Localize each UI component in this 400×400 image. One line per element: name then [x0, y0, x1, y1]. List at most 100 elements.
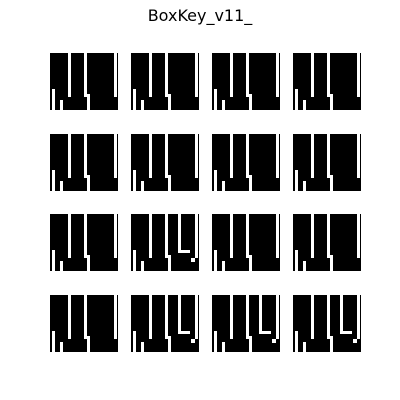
floor-corridor	[230, 53, 233, 97]
floor-corridor	[165, 295, 168, 339]
floor-corridor	[68, 53, 71, 97]
floor-corridor	[340, 295, 343, 333]
floor-corridor	[214, 89, 217, 110]
floor-corridor	[60, 342, 63, 352]
floor-corridor	[214, 331, 217, 352]
floor-corridor	[87, 336, 90, 352]
floor-corridor	[276, 214, 279, 258]
floor-corridor	[114, 53, 117, 97]
game-frame-panel	[131, 134, 199, 191]
floor-corridor	[84, 214, 87, 258]
floor-corridor	[295, 331, 298, 352]
floor-corridor	[60, 261, 63, 271]
game-frame-panel	[131, 214, 199, 271]
game-frame-panel	[293, 295, 361, 352]
game-frame-panel	[293, 214, 361, 271]
floor-corridor	[168, 255, 171, 271]
floor-corridor	[214, 170, 217, 191]
floor-corridor	[114, 295, 117, 339]
floor-corridor	[357, 295, 360, 339]
floor-corridor	[141, 181, 144, 191]
floor-corridor	[178, 331, 190, 334]
floor-corridor	[133, 170, 136, 191]
floor-corridor	[295, 170, 298, 191]
floor-corridor	[246, 134, 249, 178]
floor-corridor	[222, 181, 225, 191]
game-frame-panel	[212, 53, 280, 110]
floor-corridor	[327, 53, 330, 97]
floor-corridor	[357, 134, 360, 178]
floor-corridor	[222, 342, 225, 352]
floor-corridor	[165, 53, 168, 97]
game-frame-panel	[293, 134, 361, 191]
floor-corridor	[276, 53, 279, 97]
floor-corridor	[68, 214, 71, 258]
floor-corridor	[141, 342, 144, 352]
floor-corridor	[303, 261, 306, 271]
floor-corridor	[87, 255, 90, 271]
figure-title: BoxKey_v11_	[147, 6, 253, 25]
game-frame-panel	[131, 295, 199, 352]
floor-corridor	[295, 89, 298, 110]
floor-corridor	[357, 53, 360, 97]
agent-marker	[353, 339, 357, 343]
floor-corridor	[327, 214, 330, 258]
floor-corridor	[195, 295, 198, 339]
floor-corridor	[246, 295, 249, 339]
floor-corridor	[214, 250, 217, 271]
floor-corridor	[295, 250, 298, 271]
floor-corridor	[60, 100, 63, 110]
agent-marker	[272, 339, 276, 343]
floor-corridor	[303, 100, 306, 110]
floor-corridor	[330, 175, 333, 191]
floor-corridor	[249, 94, 252, 110]
floor-corridor	[311, 134, 314, 178]
game-frame-panel	[212, 134, 280, 191]
floor-corridor	[195, 214, 198, 258]
floor-corridor	[149, 134, 152, 178]
floor-corridor	[149, 214, 152, 258]
floor-corridor	[276, 295, 279, 339]
floor-corridor	[330, 255, 333, 271]
floor-corridor	[195, 53, 198, 97]
floor-corridor	[52, 170, 55, 191]
floor-corridor	[249, 255, 252, 271]
floor-corridor	[149, 295, 152, 339]
game-frame-panel	[293, 53, 361, 110]
agent-marker	[191, 258, 195, 262]
floor-corridor	[259, 331, 271, 334]
floor-corridor	[149, 53, 152, 97]
floor-corridor	[327, 134, 330, 178]
floor-corridor	[84, 134, 87, 178]
floor-corridor	[168, 336, 171, 352]
floor-corridor	[52, 250, 55, 271]
floor-corridor	[230, 134, 233, 178]
floor-corridor	[84, 295, 87, 339]
game-frame-panel	[131, 53, 199, 110]
floor-corridor	[133, 89, 136, 110]
floor-corridor	[327, 295, 330, 339]
floor-corridor	[330, 336, 333, 352]
floor-corridor	[52, 331, 55, 352]
game-frame-panel	[212, 295, 280, 352]
floor-corridor	[230, 295, 233, 339]
floor-corridor	[114, 214, 117, 258]
game-frame-panel	[50, 134, 118, 191]
floor-corridor	[222, 261, 225, 271]
floor-corridor	[246, 53, 249, 97]
floor-corridor	[141, 261, 144, 271]
floor-corridor	[303, 181, 306, 191]
floor-corridor	[276, 134, 279, 178]
floor-corridor	[330, 94, 333, 110]
floor-corridor	[195, 134, 198, 178]
floor-corridor	[168, 94, 171, 110]
floor-corridor	[133, 250, 136, 271]
floor-corridor	[133, 331, 136, 352]
floor-corridor	[114, 134, 117, 178]
floor-corridor	[165, 134, 168, 178]
floor-corridor	[141, 100, 144, 110]
floor-corridor	[178, 295, 181, 333]
game-frame-panel	[50, 214, 118, 271]
floor-corridor	[340, 331, 352, 334]
